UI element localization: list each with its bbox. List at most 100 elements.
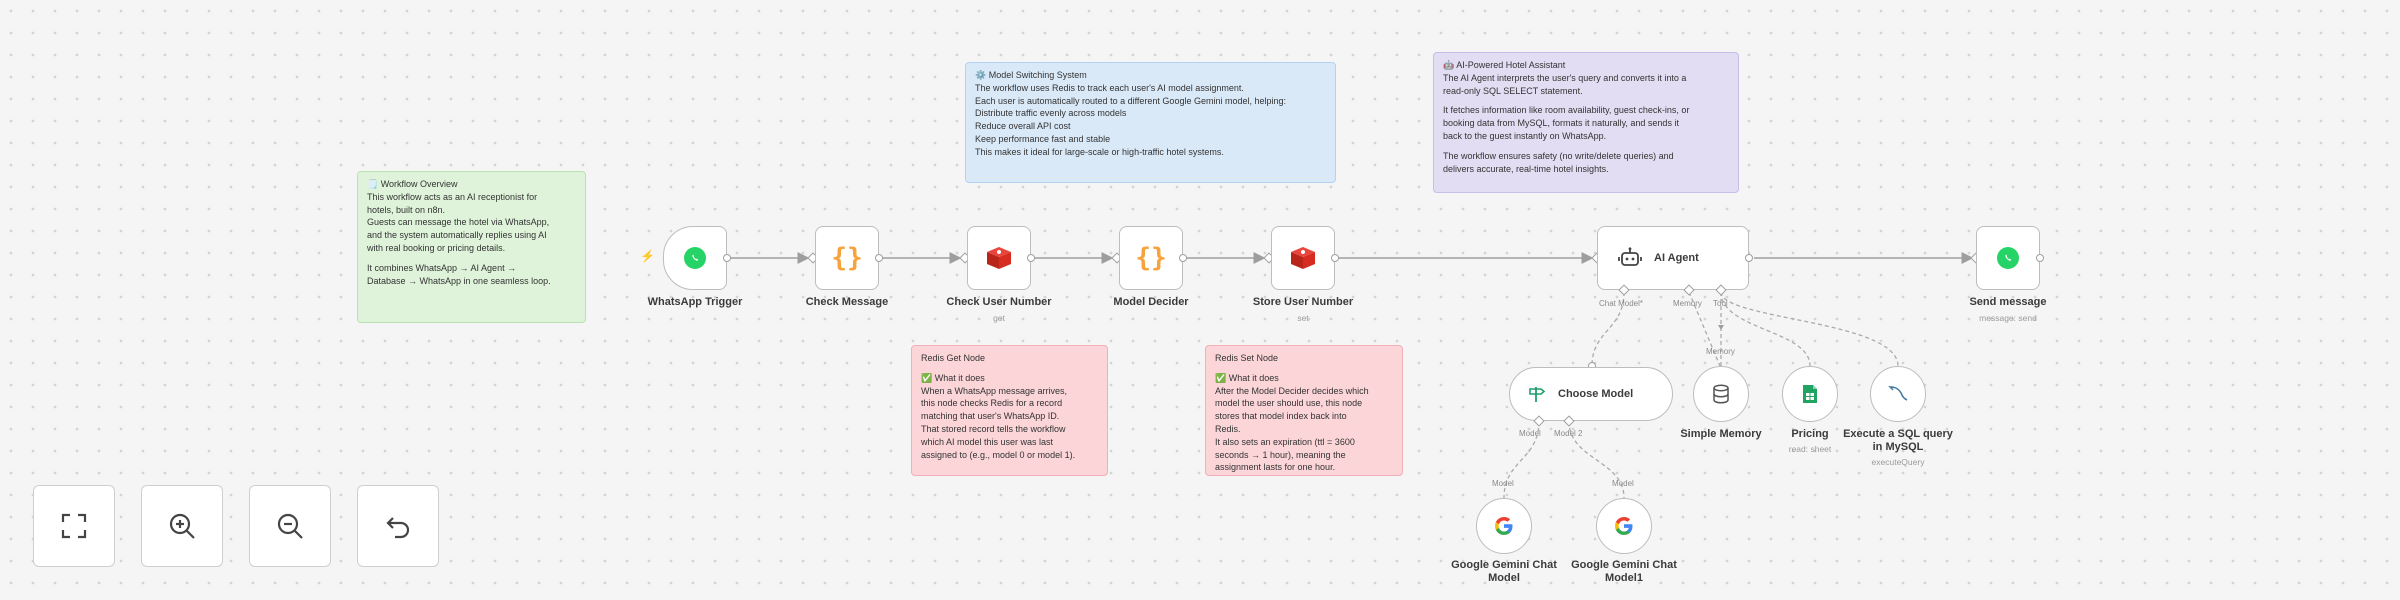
node-label: Execute a SQL query [1843, 428, 1953, 440]
undo-icon [386, 517, 410, 539]
redis-icon [987, 247, 1011, 269]
model-decider-node[interactable]: {} [1119, 226, 1183, 290]
database-icon [1713, 384, 1729, 404]
node-subtitle: get [993, 313, 1005, 323]
node-subtitle: message: send [1979, 313, 2037, 323]
check-user-number-node[interactable] [967, 226, 1031, 290]
redis-get-note[interactable]: Redis Get Node ✅ What it does When a Wha… [911, 345, 1108, 476]
note-line: seconds → 1 hour), meaning the [1215, 449, 1346, 460]
send-message-node[interactable] [1976, 226, 2040, 290]
google-icon [1495, 517, 1513, 535]
note-line: with real booking or pricing details. [367, 242, 506, 253]
note-line: The workflow uses Redis to track each us… [975, 82, 1244, 93]
note-subtitle: ✅ What it does [921, 372, 985, 383]
handle-label: Memory [1706, 347, 1735, 356]
node-label: Pricing [1791, 428, 1829, 440]
output-port[interactable] [1179, 254, 1187, 262]
note-line: This workflow acts as an AI receptionist… [367, 191, 538, 202]
mysql-dolphin-icon [1888, 386, 1908, 401]
node-subtitle: set [1297, 313, 1309, 323]
note-line: This makes it ideal for large-scale or h… [975, 146, 1224, 157]
note-line: hotels, built on n8n. [367, 204, 446, 215]
note-line: The workflow ensures safety (no write/de… [1443, 150, 1674, 161]
google-icon [1615, 517, 1633, 535]
output-port[interactable] [1027, 254, 1035, 262]
node-label: in MySQL [1872, 441, 1924, 453]
note-line: That stored record tells the workflow [921, 423, 1066, 434]
note-title: Redis Get Node [921, 353, 986, 363]
node-label: Choose Model [1558, 388, 1634, 400]
note-line: Keep performance fast and stable [975, 133, 1111, 144]
node-label: Simple Memory [1680, 428, 1762, 440]
note-subtitle: ✅ What it does [1215, 372, 1279, 383]
note-line: and the system automatically replies usi… [367, 230, 547, 241]
note-line: Reduce overall API cost [975, 121, 1071, 132]
note-line: stores that model index back into [1215, 411, 1347, 422]
connection-memory [1688, 291, 1721, 367]
connection-chat-model [1591, 291, 1625, 367]
connection-tool-sql [1720, 291, 1899, 367]
node-label: Model1 [1605, 572, 1643, 584]
note-line: assigned to (e.g., model 0 or model 1). [921, 449, 1076, 460]
fit-view-button[interactable] [33, 485, 115, 567]
note-line: booking data from MySQL, formats it natu… [1443, 118, 1679, 129]
handle-label: Memory [1673, 299, 1702, 308]
redis-icon [1291, 247, 1315, 269]
whatsapp-icon [1997, 247, 2019, 269]
note-line: Redis. [1215, 423, 1241, 434]
handle-label: Model [1519, 429, 1541, 438]
pricing-node[interactable] [1782, 366, 1838, 422]
node-label: Google Gemini Chat [1571, 559, 1677, 571]
note-line: It fetches information like room availab… [1443, 105, 1690, 116]
mysql-query-node[interactable] [1870, 366, 1926, 422]
node-label: Check User Number [946, 296, 1052, 308]
zoom-in-button[interactable] [141, 485, 223, 567]
robot-icon [1618, 247, 1642, 266]
ai-agent-node[interactable]: AI Agent [1597, 226, 1749, 290]
note-line: delivers accurate, real-time hotel insig… [1443, 163, 1609, 174]
check-message-node[interactable]: {} [815, 226, 879, 290]
note-line: model the user should use, this node [1215, 398, 1363, 409]
node-label: Model [1488, 572, 1520, 584]
note-line: assignment lasts for one hour. [1215, 462, 1336, 473]
gemini-chat-model-node[interactable] [1476, 498, 1532, 554]
node-label: Google Gemini Chat [1451, 559, 1557, 571]
output-port[interactable] [875, 254, 883, 262]
note-line: which AI model this user was last [921, 436, 1054, 447]
workflow-overview-note[interactable]: 🗒️ Workflow Overview This workflow acts … [357, 171, 586, 323]
output-port[interactable] [723, 254, 731, 262]
code-braces-icon: {} [1135, 243, 1167, 273]
note-line: It combines WhatsApp → AI Agent → [367, 262, 517, 273]
output-port[interactable] [1745, 254, 1753, 262]
handle-label: Tool [1713, 299, 1728, 308]
output-port[interactable] [1331, 254, 1339, 262]
handle-label: Model 2 [1554, 429, 1583, 438]
simple-memory-node[interactable] [1693, 366, 1749, 422]
node-label: WhatsApp Trigger [647, 296, 743, 308]
whatsapp-trigger-node[interactable] [663, 226, 727, 290]
undo-button[interactable] [357, 485, 439, 567]
trigger-bolt-icon: ⚡ [640, 249, 655, 263]
ai-assistant-note[interactable]: 🤖 AI-Powered Hotel Assistant The AI Agen… [1433, 52, 1739, 193]
node-label: Send message [1969, 296, 2047, 308]
note-line: back to the guest instantly on WhatsApp. [1443, 130, 1607, 141]
store-user-number-node[interactable] [1271, 226, 1335, 290]
code-braces-icon: {} [831, 243, 863, 273]
note-line: It also sets an expiration (ttl = 3600 [1215, 436, 1355, 447]
node-subtitle: executeQuery [1871, 457, 1925, 467]
connection-model-gemini-1 [1503, 420, 1540, 499]
gemini-chat-model-1-node[interactable] [1596, 498, 1652, 554]
zoom-in-icon [169, 513, 195, 539]
output-port[interactable] [2036, 254, 2044, 262]
model-switching-note[interactable]: ⚙️ Model Switching System The workflow u… [965, 62, 1336, 183]
zoom-out-button[interactable] [249, 485, 331, 567]
google-sheets-icon [1803, 385, 1817, 403]
choose-model-node[interactable]: Choose Model [1509, 367, 1673, 421]
node-label: Store User Number [1252, 296, 1354, 308]
redis-set-note[interactable]: Redis Set Node ✅ What it does After the … [1205, 345, 1403, 476]
note-line: After the Model Decider decides which [1215, 385, 1369, 396]
note-line: Each user is automatically routed to a d… [975, 95, 1287, 106]
note-line: read-only SQL SELECT statement. [1443, 85, 1583, 96]
signpost-icon [1529, 387, 1546, 402]
